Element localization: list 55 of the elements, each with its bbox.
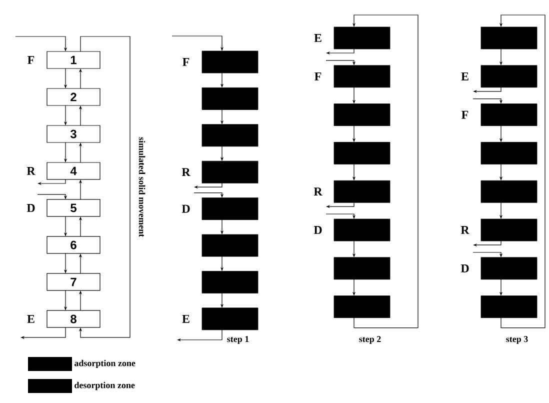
stream-label: E bbox=[314, 34, 322, 42]
zone-block bbox=[480, 218, 538, 242]
zone-block bbox=[480, 104, 538, 126]
column-box: 2 bbox=[46, 88, 100, 106]
zone-block bbox=[480, 142, 538, 164]
stream-label: R bbox=[182, 168, 190, 176]
legend-label: adsorption zone bbox=[74, 360, 136, 368]
zone-block bbox=[202, 308, 258, 330]
column-box: 5 bbox=[46, 199, 100, 217]
loop-arrow bbox=[78, 36, 130, 338]
column-box: 4 bbox=[46, 162, 100, 180]
stream-label: E bbox=[27, 315, 34, 323]
edge-label: simulated solid movement bbox=[138, 137, 146, 237]
stream-label: F bbox=[314, 72, 322, 80]
step-label: step 3 bbox=[506, 336, 528, 344]
stream-label: F bbox=[462, 110, 468, 119]
zone-block bbox=[480, 296, 538, 318]
stream-label: D bbox=[314, 226, 322, 234]
step-label: step 2 bbox=[359, 336, 381, 344]
stream-label: R bbox=[314, 188, 322, 196]
stream-label: D bbox=[460, 264, 469, 272]
zone-block bbox=[202, 88, 258, 110]
column-box: 8 bbox=[46, 310, 100, 328]
zone-block bbox=[480, 26, 538, 50]
stream-label: F bbox=[28, 56, 34, 64]
zone-block bbox=[202, 270, 258, 294]
column-box: 3 bbox=[46, 125, 100, 143]
legend-label: desorption zone bbox=[74, 382, 135, 390]
stream-label: E bbox=[461, 72, 468, 80]
zone-block bbox=[202, 50, 258, 74]
zone-block bbox=[334, 257, 390, 280]
zone-block bbox=[202, 198, 258, 220]
column-box: 1 bbox=[46, 51, 100, 69]
zone-block bbox=[334, 142, 390, 164]
stream-label: D bbox=[26, 204, 35, 212]
stream-label: D bbox=[182, 204, 190, 213]
zone-block bbox=[334, 65, 390, 88]
zone-block bbox=[202, 160, 258, 184]
zone-block bbox=[202, 124, 258, 147]
zone-block bbox=[334, 296, 390, 318]
zone-block bbox=[334, 180, 390, 203]
step-label: step 1 bbox=[227, 336, 249, 344]
stream-label: R bbox=[460, 226, 470, 234]
stream-label: F bbox=[182, 58, 190, 66]
zone-block bbox=[480, 180, 538, 203]
column-box: 7 bbox=[46, 273, 100, 291]
zone-block bbox=[334, 104, 390, 126]
stream-label: E bbox=[182, 314, 190, 323]
column-box: 6 bbox=[46, 236, 100, 254]
zone-block bbox=[480, 257, 538, 280]
zone-block bbox=[334, 26, 390, 50]
zone-block bbox=[202, 234, 258, 257]
zone-block bbox=[334, 218, 390, 242]
stream-label: R bbox=[26, 167, 36, 175]
zone-block bbox=[480, 65, 538, 88]
